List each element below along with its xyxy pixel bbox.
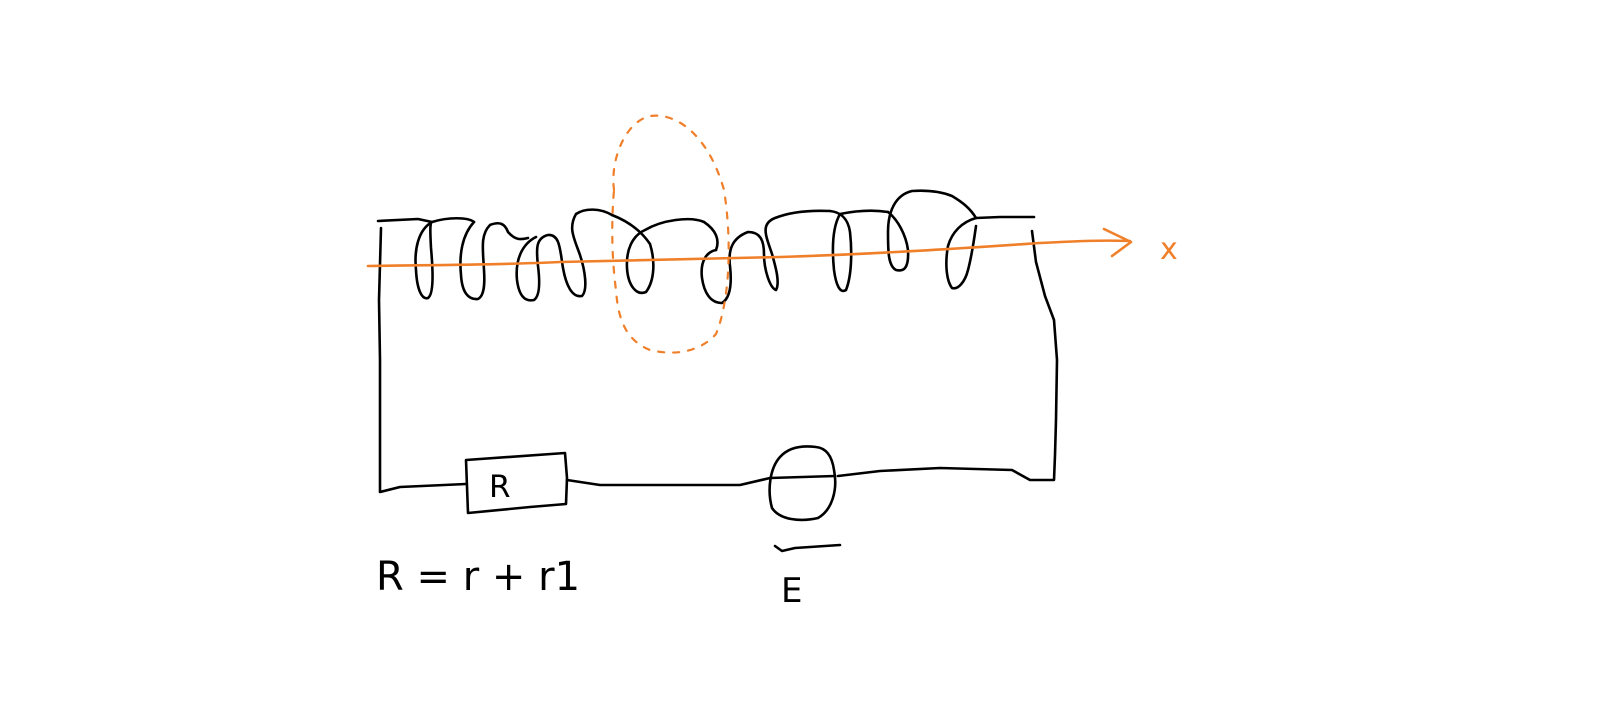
left-wire xyxy=(377,226,468,494)
solenoid-coil xyxy=(414,189,978,305)
coil-turn xyxy=(828,209,890,293)
x-axis-arrowhead xyxy=(1102,227,1133,258)
coil-turn xyxy=(459,220,530,301)
resistance-equation: R = r + r1 xyxy=(376,554,580,600)
loop-contour xyxy=(611,114,730,354)
coil-turn xyxy=(610,213,719,295)
bottom-wire xyxy=(565,476,772,487)
coil-turn xyxy=(515,208,614,302)
coil-lead-right xyxy=(974,215,1036,220)
right-wire xyxy=(836,229,1059,482)
emf-label: E xyxy=(781,571,802,611)
x-axis xyxy=(366,239,1132,268)
emf-label-bar xyxy=(773,543,842,553)
coil-turn xyxy=(414,216,476,300)
coil-turn xyxy=(886,189,978,272)
coil-turn xyxy=(700,209,832,305)
resistor-box xyxy=(464,451,569,515)
coil-lead-left xyxy=(376,217,434,224)
emf-source xyxy=(768,445,837,522)
x-axis-label: x xyxy=(1160,232,1178,267)
resistor-label: R xyxy=(489,469,511,505)
emf-source-wire xyxy=(768,474,837,480)
coil-turn xyxy=(945,216,978,290)
